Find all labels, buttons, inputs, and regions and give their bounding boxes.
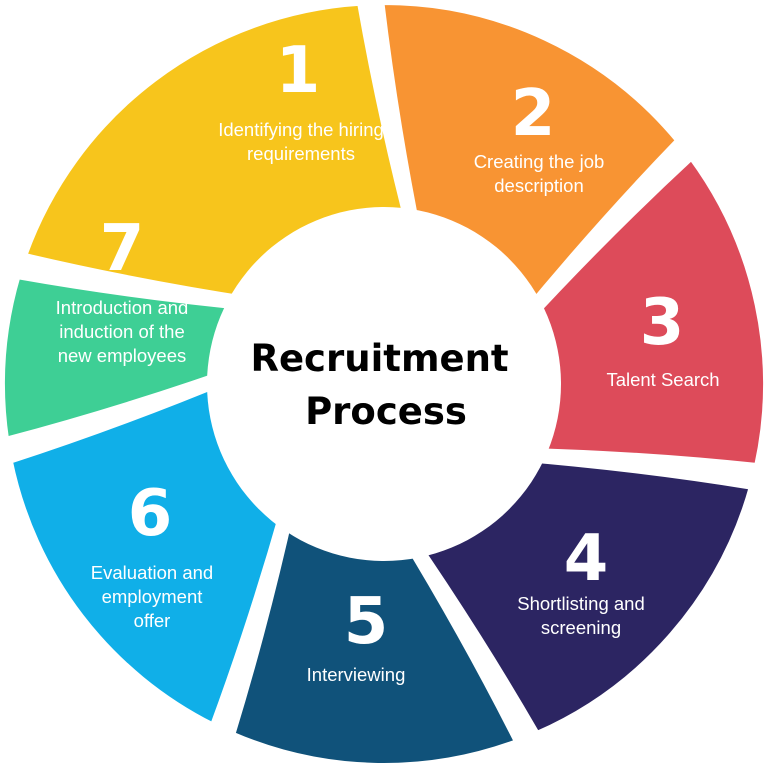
step-number-6: 6 bbox=[128, 477, 173, 551]
step-label-7: Introduction and induction of the new empl… bbox=[56, 297, 189, 366]
step-label-2: Creating the job description bbox=[474, 151, 605, 196]
step-1-label-line-2: requirements bbox=[247, 143, 355, 164]
center-title: Recruitment Process bbox=[250, 337, 521, 433]
step-number-3: 3 bbox=[640, 286, 685, 360]
center-circle bbox=[207, 207, 561, 561]
step-2-label-line-1: Creating the job bbox=[474, 151, 605, 172]
step-6-label-line-3: offer bbox=[134, 610, 171, 631]
step-number-4: 4 bbox=[564, 522, 609, 596]
center-title-line-1: Recruitment bbox=[250, 337, 508, 380]
step-4-label-line-2: screening bbox=[541, 617, 621, 638]
center-title-line-2: Process bbox=[305, 390, 467, 433]
step-number-1: 1 bbox=[276, 34, 321, 108]
segment-step-4 bbox=[406, 455, 755, 738]
step-number-7: 7 bbox=[100, 212, 145, 286]
segment-step-3 bbox=[515, 154, 768, 470]
step-7-label-line-1: Introduction and bbox=[56, 297, 189, 318]
segment-step-5 bbox=[229, 500, 521, 768]
step-label-3: Talent Search bbox=[606, 369, 719, 390]
step-label-1: Identifying the hiring requirements bbox=[218, 119, 384, 164]
step-6-label-line-2: employment bbox=[102, 586, 203, 607]
segment-step-6 bbox=[6, 374, 290, 729]
step-label-4: Shortlisting and screening bbox=[517, 593, 645, 638]
step-6-label-line-1: Evaluation and bbox=[91, 562, 213, 583]
step-7-label-line-3: new employees bbox=[58, 345, 187, 366]
step-5-label-line-1: Interviewing bbox=[307, 664, 406, 685]
step-number-2: 2 bbox=[511, 77, 556, 151]
step-7-label-line-2: induction of the bbox=[59, 321, 184, 342]
step-label-5: Interviewing bbox=[307, 664, 406, 685]
step-4-label-line-1: Shortlisting and bbox=[517, 593, 645, 614]
step-1-label-line-1: Identifying the hiring bbox=[218, 119, 384, 140]
step-label-6: Evaluation and employment offer bbox=[91, 562, 213, 631]
step-number-5: 5 bbox=[344, 585, 389, 659]
step-2-label-line-2: description bbox=[494, 175, 583, 196]
step-3-label-line-1: Talent Search bbox=[606, 369, 719, 390]
